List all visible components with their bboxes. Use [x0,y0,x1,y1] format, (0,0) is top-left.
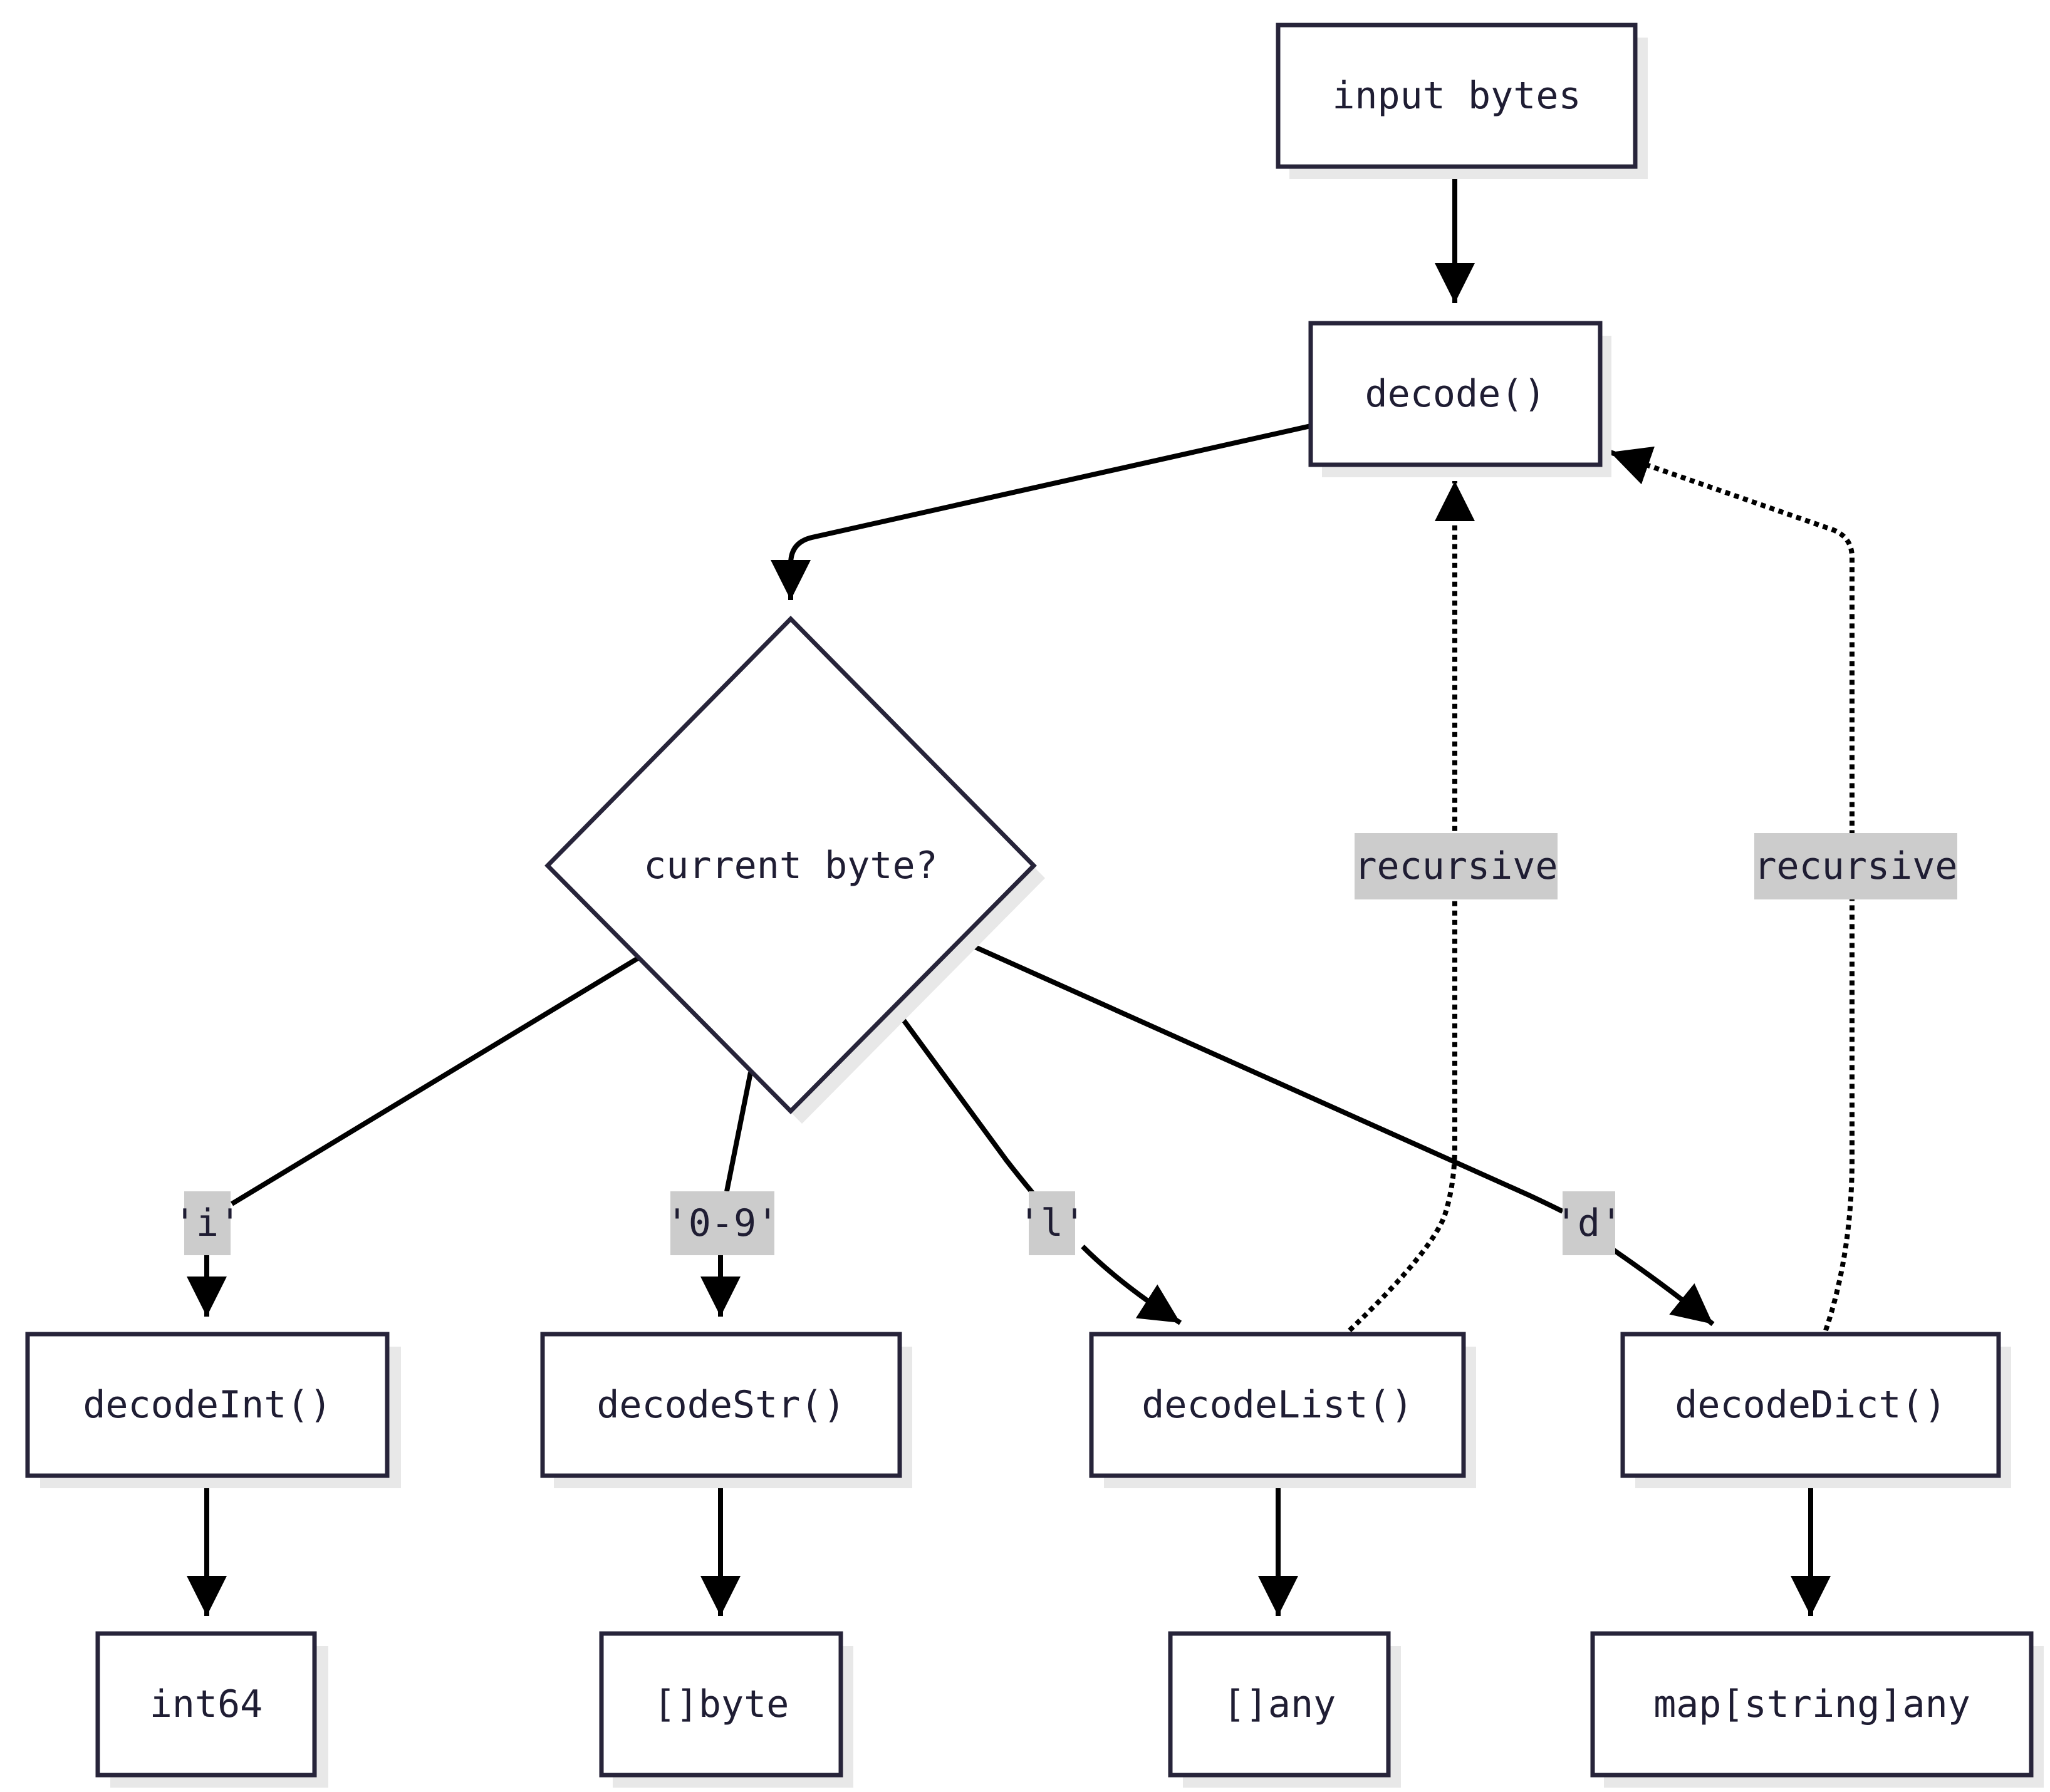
node-decodelist [1089,1332,1466,1478]
node-decode-label: decode() [1365,372,1546,416]
edge-decision-to-decodelist-arrow [1081,1245,1182,1325]
node-shadows [40,38,2044,1788]
node-current-byte-decision [544,616,1037,1114]
node-byte-slice-label: []byte [653,1682,789,1726]
node-decision-label: current byte? [643,844,938,888]
edge-decodedict-recursive [1609,446,1855,1332]
edge-label-list: 'l' [1018,1201,1086,1245]
node-decodedict [1620,1332,2001,1478]
node-decode [1308,321,1603,467]
edge-label-list-recursive: recursive [1354,844,1558,888]
edge-label-int: 'i' [174,1201,241,1245]
edge-label-str: '0-9' [666,1201,779,1245]
node-input-bytes-label: input bytes [1332,74,1581,118]
edge-label-backgrounds [184,833,1957,1255]
node-decodeint [25,1332,390,1478]
edge-decision-to-decodedict-arrow [1612,1248,1715,1327]
node-labels: input bytes decode() current byte? decod… [83,74,1970,1726]
edge-decision-to-decodeint [230,956,640,1206]
node-decodeint-label: decodeInt() [83,1383,331,1427]
node-any-slice-label: []any [1223,1682,1336,1726]
node-decodedict-label: decodeDict() [1675,1383,1946,1427]
edges [187,167,1855,1616]
edge-decodelist-recursive [1348,481,1475,1332]
edge-label-dict-recursive: recursive [1754,844,1957,888]
node-any-slice [1168,1631,1391,1778]
edge-decision-to-decodestr [724,1072,753,1192]
node-decodelist-label: decodeList() [1142,1383,1413,1427]
edge-labels: 'i' '0-9' 'l' 'd' recursive recursive [174,844,1958,1245]
edge-decision-to-decodedict [960,938,1564,1214]
node-decodestr-label: decodeStr() [596,1383,845,1427]
nodes [25,23,2034,1778]
edge-decode-to-decision [771,423,1311,600]
edge-label-dict: 'd' [1555,1201,1623,1245]
node-map-label: map[string]any [1653,1682,1970,1726]
node-input-bytes [1276,23,1638,169]
node-byte-slice [599,1631,843,1778]
node-decodestr [540,1332,902,1478]
node-map [1590,1631,2034,1778]
node-int64 [95,1631,317,1778]
node-int64-label: int64 [150,1682,263,1726]
